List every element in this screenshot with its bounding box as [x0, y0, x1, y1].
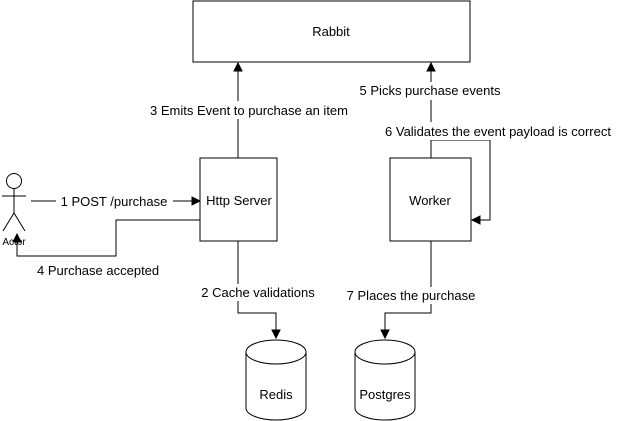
- edge-validates-payload-label-bg: [376, 122, 622, 140]
- edge-cache-validations-line: [237, 241, 277, 331]
- actor-head: [6, 173, 22, 189]
- edge-places-purchase: 7 Places the purchase: [338, 241, 484, 340]
- edge-cache-validations-arrowhead: [271, 329, 281, 340]
- actor-legs: [2, 212, 26, 232]
- edge-post-purchase-arrowhead: [191, 196, 202, 206]
- node-redis-top: [245, 339, 307, 365]
- edge-emits-event: 3 Emits Event to purchase an item: [141, 61, 358, 158]
- edge-purchase-accepted: 4 Purchase accepted: [12, 219, 200, 278]
- node-postgres: Postgres: [354, 339, 416, 421]
- node-http-server-box: [199, 157, 278, 242]
- edge-validates-payload-label: 6 Validates the event payload is correct: [385, 124, 611, 139]
- node-worker-box: [389, 157, 472, 242]
- node-rabbit-box: [192, 0, 471, 63]
- node-redis-label: Redis: [259, 387, 293, 402]
- edge-validates-payload: 6 Validates the event payload is correct: [376, 122, 622, 225]
- edge-post-purchase-label: 1 POST /purchase: [61, 194, 168, 209]
- edge-emits-event-label-bg: [141, 101, 358, 119]
- node-worker: Worker: [389, 157, 472, 242]
- edge-places-purchase-label-bg: [338, 287, 484, 304]
- node-postgres-body: [354, 352, 416, 421]
- edge-cache-validations: 2 Cache validations: [194, 241, 322, 340]
- edge-places-purchase-line: [384, 241, 432, 331]
- edge-post-purchase: 1 POST /purchase: [31, 193, 202, 210]
- node-http-server-label: Http Server: [206, 193, 272, 208]
- node-redis-body: [245, 352, 307, 421]
- edge-picks-events-arrowhead: [426, 61, 436, 72]
- edge-places-purchase-arrowhead: [380, 329, 390, 340]
- edge-picks-events-label: 5 Picks purchase events: [360, 83, 501, 98]
- edge-places-purchase-label: 7 Places the purchase: [347, 288, 476, 303]
- node-postgres-label: Postgres: [359, 387, 411, 402]
- node-redis: Redis: [245, 339, 307, 421]
- edge-emits-event-arrowhead: [233, 61, 243, 72]
- node-http-server: Http Server: [199, 157, 278, 242]
- edge-cache-validations-label: 2 Cache validations: [201, 285, 315, 300]
- edge-cache-validations-label-bg: [194, 284, 322, 301]
- node-rabbit-label: Rabbit: [312, 24, 350, 39]
- edge-post-purchase-label-bg: [56, 193, 173, 210]
- node-rabbit: Rabbit: [192, 0, 471, 63]
- node-postgres-top: [354, 339, 416, 365]
- edge-picks-events-label-bg: [353, 82, 508, 100]
- edge-purchase-accepted-arrowhead: [12, 232, 22, 243]
- node-actor-label: Actor: [2, 237, 26, 248]
- edge-emits-event-label: 3 Emits Event to purchase an item: [150, 103, 348, 118]
- edge-picks-events: 5 Picks purchase events: [353, 61, 508, 158]
- node-worker-label: Worker: [409, 193, 451, 208]
- node-actor: Actor: [2, 173, 26, 248]
- edge-purchase-accepted-label: 4 Purchase accepted: [37, 263, 159, 278]
- edge-purchase-accepted-line: [16, 219, 200, 257]
- edge-validates-payload-arrowhead: [470, 215, 481, 225]
